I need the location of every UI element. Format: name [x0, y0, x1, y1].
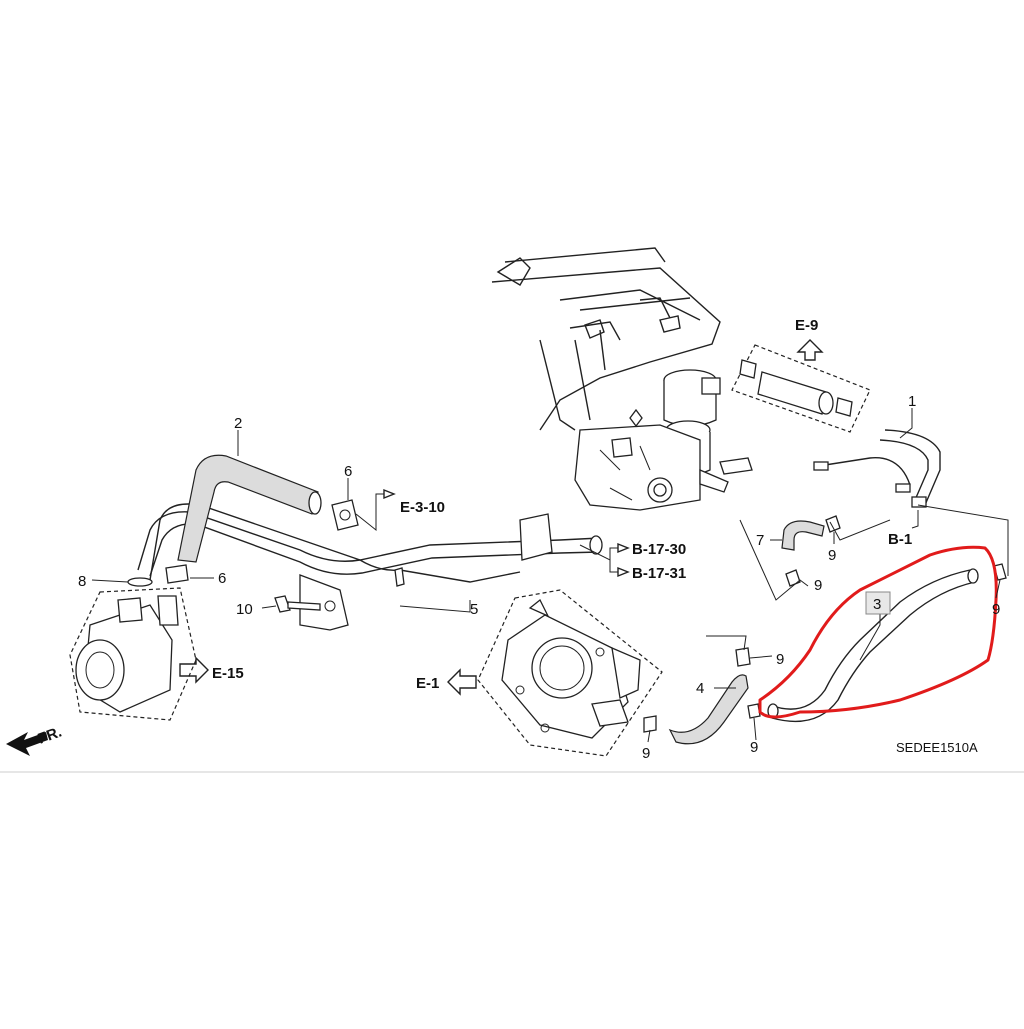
throttle-body-detail [477, 589, 663, 757]
callout-9-hose7: 9 [828, 547, 836, 564]
front-label: FR. [36, 724, 65, 748]
hose-7 [781, 520, 825, 551]
ref-e3-10: E-3-10 [400, 499, 445, 516]
front-direction-arrow [6, 732, 48, 756]
ref-b17-31: B-17-31 [632, 565, 686, 582]
pipe-1 [813, 429, 941, 508]
callout-3-box [865, 591, 891, 615]
callout-6-upper: 6 [344, 463, 352, 480]
callout-3: 3 [873, 596, 881, 613]
bolt-10-icon [274, 595, 321, 613]
clamp-6-icon [165, 499, 359, 584]
ref-b1: B-1 [888, 531, 912, 548]
e1-left-arrow [447, 668, 477, 696]
callout-5: 5 [470, 601, 478, 618]
ref-b17-30: B-17-30 [632, 541, 686, 558]
gasket-8-icon [127, 577, 153, 587]
e9-up-arrow [796, 339, 824, 361]
callout-9-bottom-right: 9 [750, 739, 758, 756]
water-pump-detail [69, 587, 197, 721]
diagram-code: SEDEE1510A [896, 740, 978, 755]
callout-10: 10 [236, 601, 253, 618]
hose-4 [668, 674, 749, 745]
reference-leaders [355, 488, 1009, 578]
e15-right-arrow [179, 656, 209, 684]
callout-9-right: 9 [992, 601, 1000, 618]
ref-e1: E-1 [416, 675, 439, 692]
mounting-bracket [299, 513, 553, 631]
callout-1: 1 [908, 393, 916, 410]
callout-9-lower: 9 [814, 577, 822, 594]
leader-lines [91, 408, 1001, 743]
callout-4: 4 [696, 680, 704, 697]
pipe-5 [137, 503, 603, 587]
callout-6-lower: 6 [218, 570, 226, 587]
ref-e9: E-9 [795, 317, 818, 334]
hose-2 [177, 454, 322, 563]
highlight-outline [758, 545, 998, 719]
hose-3 [767, 568, 979, 723]
callout-8: 8 [78, 573, 86, 590]
callout-9-throttle: 9 [776, 651, 784, 668]
e9-detail-box [731, 344, 871, 433]
egr-valve-assembly [574, 369, 753, 511]
callout-9-bottom-left: 9 [642, 745, 650, 762]
callout-7: 7 [756, 532, 764, 549]
engine-block-outline [491, 247, 721, 431]
ref-e15: E-15 [212, 665, 244, 682]
callout-2: 2 [234, 415, 242, 432]
